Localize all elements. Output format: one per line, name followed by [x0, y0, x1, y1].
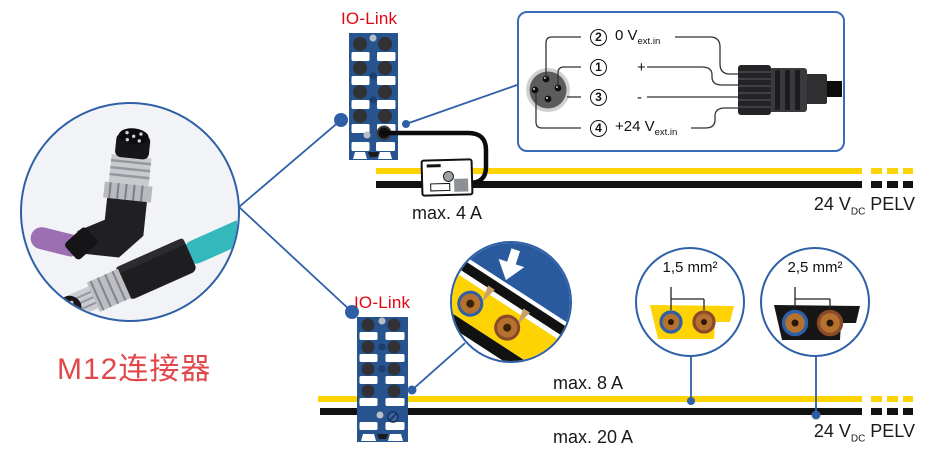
- tap-slot: [426, 164, 441, 168]
- pin-leader-lines: [535, 36, 581, 129]
- bottom-yellow-cable: [318, 396, 913, 402]
- cross-section-2-5mm2: 2,5 mm²: [760, 247, 870, 357]
- pin-label: -: [637, 88, 642, 106]
- line-module-to-pinout-box: [405, 84, 518, 125]
- pin-number-badge: 3: [590, 88, 607, 106]
- tap-window: [430, 182, 451, 192]
- cable-plug: [738, 65, 842, 115]
- cross-section-label: 1,5 mm²: [662, 259, 718, 276]
- callout-dots: [334, 113, 821, 420]
- io-link-label-bottom: IO-Link: [354, 293, 411, 312]
- pinout-graphics: [526, 36, 842, 129]
- tap-knob: [442, 170, 455, 183]
- top-cable-current-label: max. 4 A: [412, 203, 483, 223]
- drop-cable-to-tap: [381, 130, 489, 186]
- pin-row-3: 3 -: [590, 87, 642, 107]
- io-link-module-top: [349, 33, 398, 160]
- pin-row-2: 2 0 Vext.in: [590, 27, 660, 47]
- bottom-black-current-label: max. 20 A: [553, 427, 634, 447]
- pinout-box: 2 0 Vext.in 1 + 3 - 4 +24 Vext.in: [517, 11, 845, 152]
- pin-number-badge: 1: [590, 58, 607, 76]
- top-yellow-cable: [376, 168, 913, 174]
- bottom-yellow-current-label: max. 8 A: [553, 373, 624, 393]
- m12-socket-face: [526, 68, 570, 112]
- cross-section-drawing: [650, 287, 734, 339]
- line-photo-to-top-module: [238, 119, 342, 208]
- bottom-black-cable: [320, 408, 913, 415]
- cross-section-1-5mm2: 1,5 mm²: [635, 247, 745, 357]
- io-link-module-bottom: [357, 317, 408, 442]
- pin-row-1: 1 +: [590, 57, 646, 77]
- top-black-cable: [376, 181, 913, 188]
- plug-leader-lines: [647, 36, 738, 129]
- pin-row-4: 4 +24 Vext.in: [590, 118, 677, 138]
- cable-tap-device: [420, 158, 474, 197]
- piercing-contact-detail: [450, 241, 572, 363]
- pin-label: +24 Vext.in: [615, 118, 678, 138]
- line-photo-to-bottom-module: [238, 206, 353, 313]
- pin-number-badge: 4: [590, 119, 607, 137]
- pin-label: +: [637, 58, 646, 76]
- line-module-to-pierce-detail: [411, 342, 466, 391]
- screw-icon: [387, 411, 399, 423]
- tap-block: [454, 178, 469, 192]
- pin-label: 0 Vext.in: [615, 27, 661, 47]
- cross-section-drawing: [774, 287, 860, 340]
- pin-number-badge: 2: [590, 28, 607, 46]
- io-link-label-top: IO-Link: [341, 9, 398, 28]
- cross-section-label: 2,5 mm²: [787, 259, 843, 276]
- arrow-down-icon: [498, 248, 525, 281]
- photo-caption: M12连接器: [57, 353, 212, 386]
